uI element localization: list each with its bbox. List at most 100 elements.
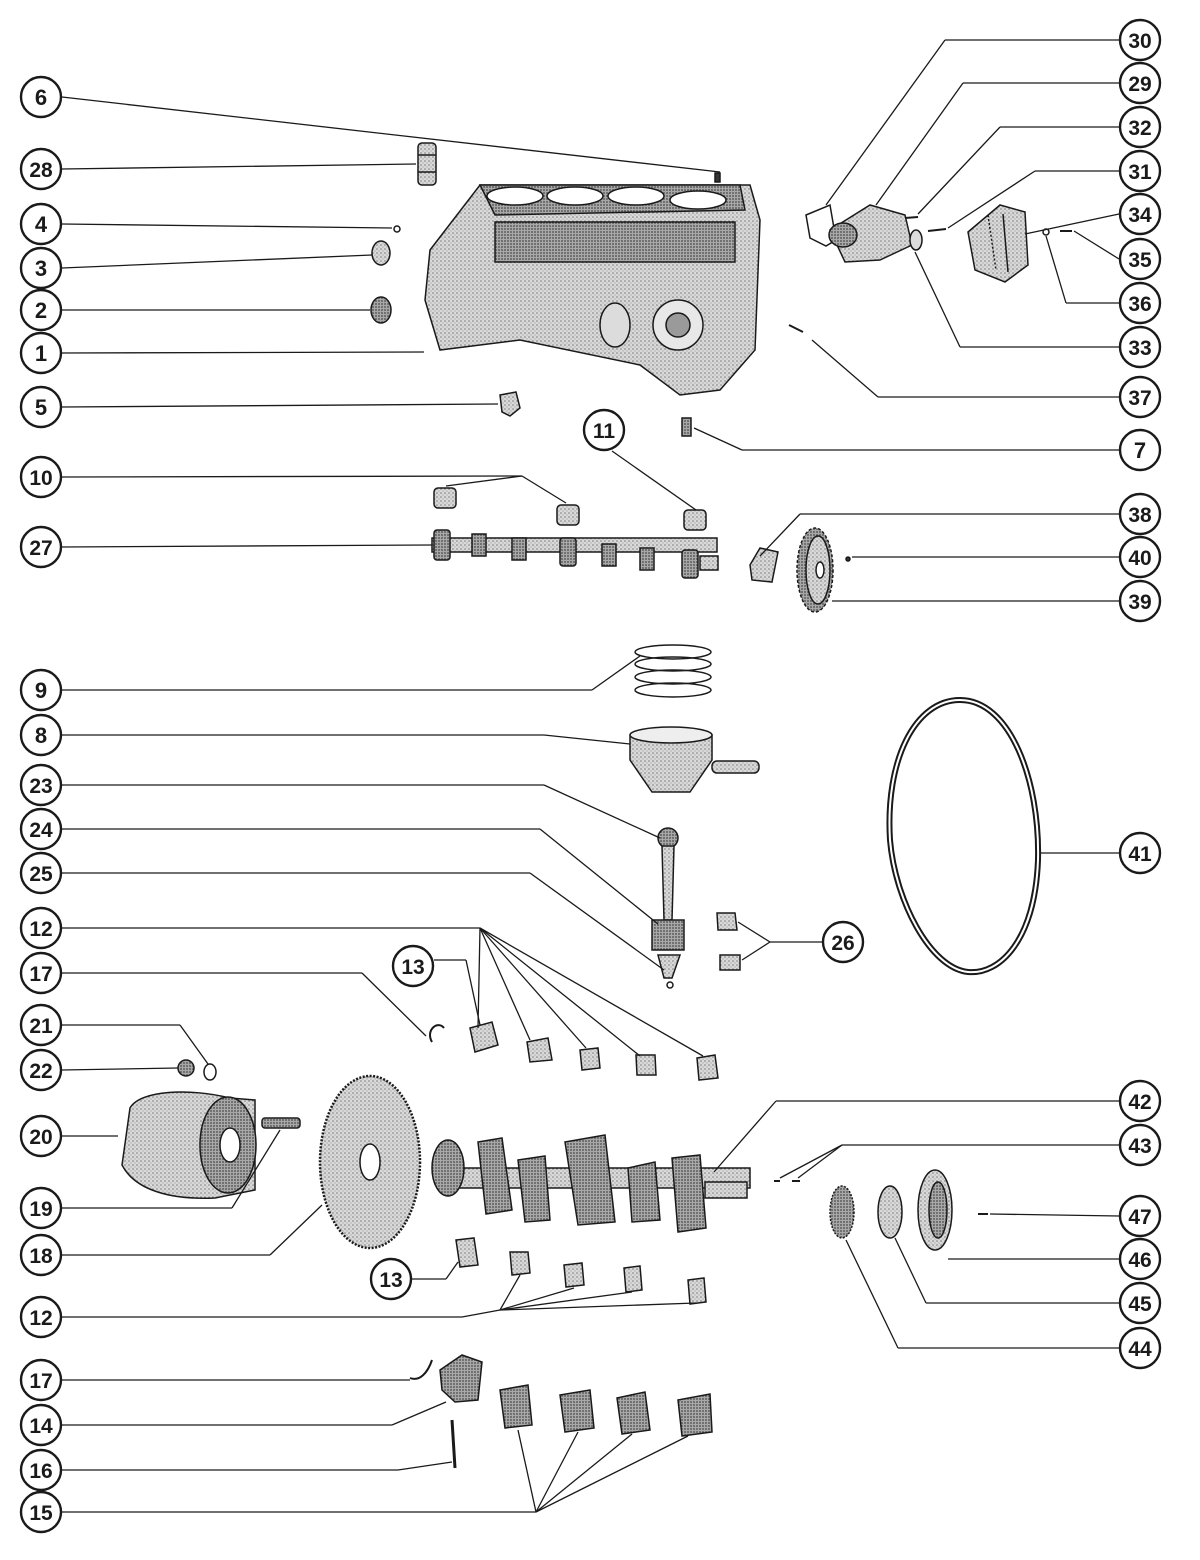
piston-rings	[634, 644, 712, 698]
callout-14: 14	[19, 1403, 63, 1447]
callout-circle	[1118, 149, 1162, 193]
bolt	[927, 228, 947, 232]
callout-circle	[19, 1114, 63, 1158]
callout-circle	[1118, 428, 1162, 472]
callout-19: 19	[19, 1186, 63, 1230]
callout-circle	[19, 1490, 63, 1534]
callout-circle	[19, 1358, 63, 1402]
callout-number: 47	[1128, 1206, 1151, 1229]
callout-28: 28	[19, 147, 63, 191]
drive-belt	[886, 696, 1042, 976]
callout-circle	[19, 385, 63, 429]
leader-line	[535, 1431, 579, 1513]
leader-line	[391, 1401, 447, 1426]
callout-number: 39	[1128, 591, 1151, 614]
callout-number: 13	[379, 1269, 402, 1292]
callout-circle	[19, 455, 63, 499]
leader-line	[521, 475, 567, 504]
callout-16: 16	[19, 1448, 63, 1492]
stud	[788, 324, 804, 333]
callout-number: 6	[35, 85, 47, 110]
callout-circle	[19, 331, 63, 375]
callout-41: 41	[1118, 831, 1162, 875]
leader-line	[61, 163, 417, 170]
callout-number: 28	[29, 159, 53, 182]
leader-line	[465, 959, 481, 1026]
callout-number: 40	[1128, 547, 1151, 570]
callout-number: 2	[35, 298, 47, 323]
leader-line	[737, 921, 771, 943]
callout-circle	[19, 1186, 63, 1230]
leader-line	[1045, 235, 1067, 304]
seal-clip	[429, 1024, 445, 1043]
cam-gear	[796, 527, 834, 613]
piston	[629, 726, 713, 793]
callout-number: 4	[35, 212, 48, 237]
callout-labels: 1234567891011121213131415161717181920212…	[19, 18, 1162, 1534]
callout-47: 47	[1118, 1194, 1162, 1238]
leader-line	[61, 1067, 179, 1071]
main-bearing	[509, 1251, 531, 1276]
callout-number: 14	[29, 1415, 53, 1438]
callout-circle	[19, 668, 63, 712]
callout-number: 10	[29, 467, 52, 490]
main-bearing	[455, 1237, 479, 1268]
callout-number: 13	[401, 956, 424, 979]
main-bearing	[696, 1054, 719, 1081]
leader-line	[543, 784, 661, 839]
rod-bearing	[716, 912, 738, 931]
leader-line	[543, 734, 631, 745]
main-cap	[499, 1384, 533, 1429]
leader-line	[713, 1100, 777, 1173]
leader-line	[61, 254, 373, 269]
leader-line	[445, 475, 523, 487]
leader-line	[741, 941, 771, 961]
callout-number: 11	[593, 420, 616, 443]
callout-circle	[1118, 1281, 1162, 1325]
main-bearing	[687, 1277, 707, 1305]
part-illustrations	[121, 142, 1072, 1469]
leader-line	[479, 927, 531, 1041]
callout-circle	[1118, 831, 1162, 875]
callout-6: 6	[19, 75, 63, 119]
leader-line	[499, 1287, 575, 1311]
water-pump	[828, 204, 923, 263]
main-bearing	[635, 1054, 657, 1076]
callout-circle	[1118, 281, 1162, 325]
callout-number: 38	[1128, 504, 1152, 527]
rod-nut	[666, 981, 674, 989]
leader-line	[517, 1429, 537, 1513]
leader-line	[461, 1309, 501, 1318]
callout-circle	[1118, 61, 1162, 105]
callout-circle	[19, 713, 63, 757]
callout-43: 43	[1118, 1123, 1162, 1167]
plug	[177, 1059, 195, 1077]
callout-39: 39	[1118, 579, 1162, 623]
callout-circle	[1118, 492, 1162, 536]
leader-line	[914, 251, 961, 348]
callout-13: 13	[369, 1257, 413, 1301]
callout-18: 18	[19, 1233, 63, 1277]
callout-number: 15	[29, 1502, 53, 1525]
callout-13: 13	[391, 944, 435, 988]
bolt	[904, 216, 919, 219]
callout-number: 23	[29, 775, 52, 798]
seal-clip	[409, 1359, 433, 1380]
callout-number: 8	[35, 723, 47, 748]
callout-circle	[19, 1448, 63, 1492]
leader-line	[479, 927, 641, 1057]
leader-line	[947, 170, 1036, 229]
callout-27: 27	[19, 525, 63, 569]
callout-circle	[19, 807, 63, 851]
callout-number: 22	[29, 1060, 52, 1083]
callout-number: 18	[29, 1245, 53, 1268]
callout-44: 44	[1118, 1326, 1162, 1370]
main-cap	[616, 1391, 651, 1435]
callout-23: 23	[19, 763, 63, 807]
callout-number: 19	[29, 1198, 52, 1221]
leader-line	[61, 403, 499, 408]
callout-number: 5	[35, 395, 47, 420]
leader-line	[231, 1129, 281, 1209]
callout-circle	[19, 906, 63, 950]
